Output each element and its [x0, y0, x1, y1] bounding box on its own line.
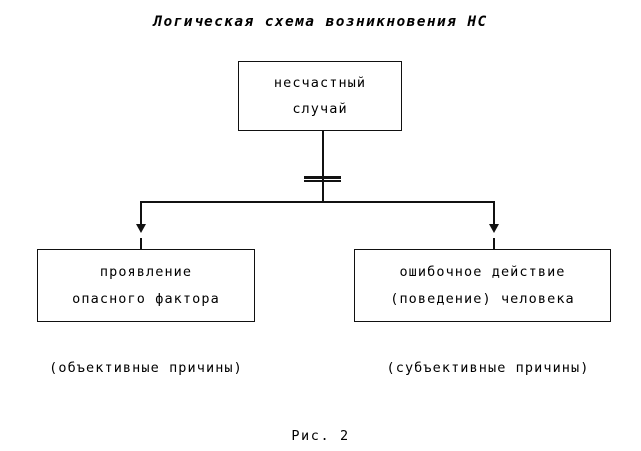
connector-break-bar-lower-icon: [304, 180, 341, 182]
connector-stub-left: [140, 238, 142, 250]
node-hazard-line-1: проявление: [99, 264, 193, 281]
node-box-accident: несчастный случай: [238, 61, 402, 131]
node-accident-line-2: случай: [292, 101, 348, 117]
node-box-human-error: ошибочное действие (поведение) человека: [354, 249, 611, 322]
caption-objective-causes: (объективные причины): [49, 360, 243, 376]
node-hazard-line-2: опасного фактора: [72, 290, 220, 307]
connector-drop-left: [140, 201, 142, 227]
connector-stub-right: [493, 238, 495, 250]
node-human-line-2: (поведение) человека: [390, 290, 575, 307]
caption-subjective-causes: (субъективные причины): [386, 360, 590, 376]
arrow-down-left-icon: [136, 224, 146, 233]
connector-stem-vertical: [322, 131, 324, 202]
node-human-line-1: ошибочное действие: [399, 264, 566, 281]
arrow-down-right-icon: [489, 224, 499, 233]
diagram-title: Логическая схема возникновения НС: [153, 14, 488, 30]
connector-break-bar-upper-icon: [304, 176, 341, 179]
connector-horizontal-bus: [141, 201, 495, 203]
node-accident-line-1: несчастный: [273, 74, 367, 91]
node-box-hazard-factor: проявление опасного фактора: [37, 249, 255, 322]
connector-drop-right: [493, 201, 495, 227]
figure-label: Рис. 2: [291, 428, 350, 444]
